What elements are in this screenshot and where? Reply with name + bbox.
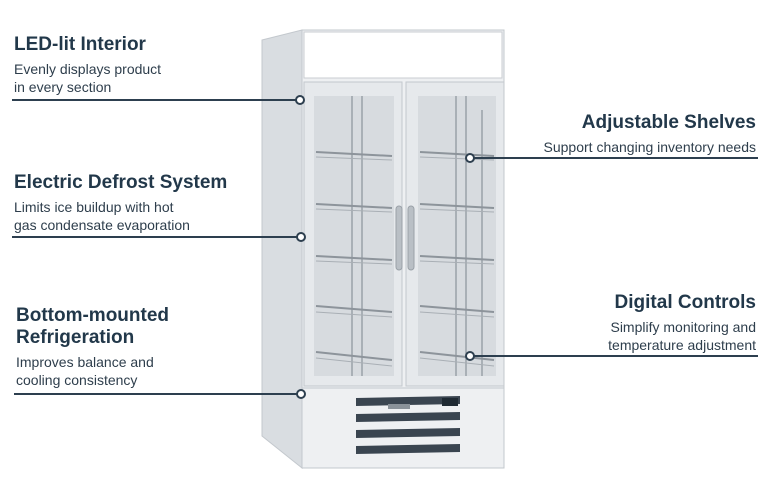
callout-defrost-desc: Limits ice buildup with hot gas condensa… [14, 199, 190, 233]
leader-lines [12, 99, 758, 395]
callout-digital-controls: Digital Controls Simplify monitoring and… [496, 292, 756, 354]
marker-refrigeration [296, 389, 306, 399]
marker-controls [465, 351, 475, 361]
brand-badge [388, 404, 410, 409]
shelf-wires [315, 156, 495, 367]
interior-uprights [351, 96, 483, 376]
top-sign-panel [303, 31, 503, 79]
left-door-handle [395, 205, 403, 271]
callout-refrigeration-title: Bottom-mounted Refrigeration [16, 305, 170, 348]
digital-control-display [442, 398, 458, 406]
right-door-handle [407, 205, 415, 271]
callout-refrigeration-desc: Improves balance and cooling consistency [16, 354, 154, 388]
left-door-glass [314, 96, 394, 376]
callout-led-interior: LED-lit Interior Evenly displays product… [14, 34, 274, 96]
callout-bottom-refrigeration: Bottom-mounted Refrigeration Improves ba… [16, 305, 276, 389]
callout-controls-title: Digital Controls [614, 292, 756, 313]
marker-led [295, 95, 305, 105]
callout-shelves-title: Adjustable Shelves [581, 112, 756, 133]
wire-shelves [315, 151, 495, 361]
callout-markers [295, 95, 475, 399]
callout-shelves-desc: Support changing inventory needs [543, 139, 756, 155]
marker-shelves [465, 153, 475, 163]
callout-led-title: LED-lit Interior [14, 34, 146, 55]
callout-led-desc: Evenly displays product in every section [14, 61, 162, 95]
marker-defrost [296, 232, 306, 242]
base-grille-louvers [356, 396, 460, 454]
callout-adjustable-shelves: Adjustable Shelves Support changing inve… [496, 112, 756, 156]
right-door-glass [418, 96, 496, 376]
callout-electric-defrost: Electric Defrost System Limits ice build… [14, 172, 284, 234]
callout-defrost-title: Electric Defrost System [14, 172, 228, 193]
callout-controls-desc: Simplify monitoring and temperature adju… [608, 319, 756, 353]
